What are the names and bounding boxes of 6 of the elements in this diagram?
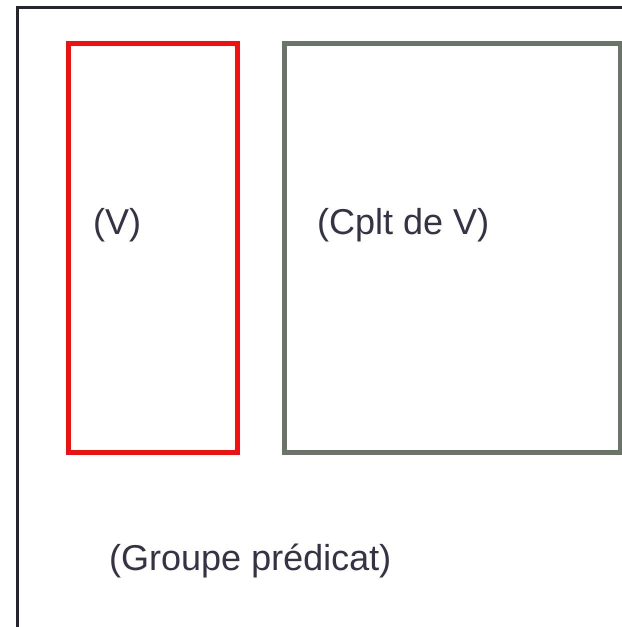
group-frame xyxy=(16,6,622,627)
box-label: (V) xyxy=(93,201,141,243)
group-label: (Groupe prédicat) xyxy=(109,537,392,579)
verb-box xyxy=(66,41,240,455)
box-label: (Cplt de V) xyxy=(317,201,490,243)
complement-box xyxy=(282,41,622,455)
